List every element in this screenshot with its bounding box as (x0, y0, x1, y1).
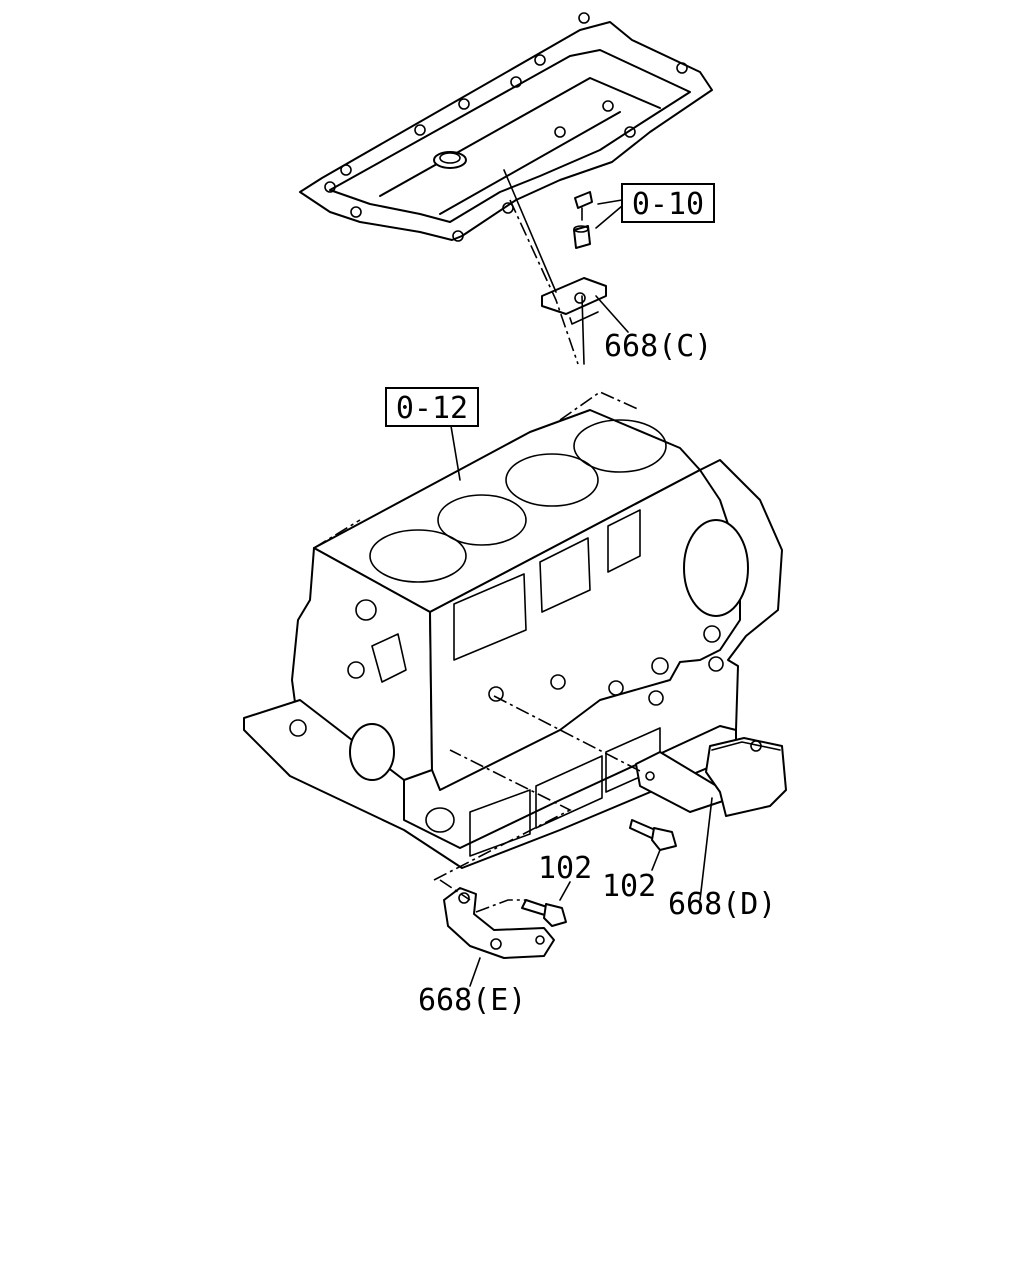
ref-block-label: 0-12 (385, 387, 479, 427)
bolt-left-icon (521, 899, 567, 927)
bracket-e-label: 668(E) (418, 983, 526, 1018)
bracket-e-icon (443, 887, 555, 959)
svg-text:0-10: 0-10 (632, 187, 704, 222)
cover-bolt-icon (573, 191, 593, 249)
leader-lines (433, 169, 713, 987)
bolt-upper-label: 102 (538, 851, 592, 886)
bracket-d-icon (635, 737, 787, 817)
bracket-c-icon (541, 277, 607, 325)
cylinder-head-cover-icon (299, 12, 713, 242)
bracket-d-label: 668(D) (668, 887, 776, 922)
svg-text:0-12: 0-12 (396, 391, 468, 426)
ref-cover-label: 0-10 (621, 183, 715, 223)
bracket-c-label: 668(C) (604, 329, 712, 364)
bolt-right-icon (629, 819, 677, 851)
cylinder-block-icon (243, 391, 783, 869)
bolt-lower-label: 102 (602, 869, 656, 904)
